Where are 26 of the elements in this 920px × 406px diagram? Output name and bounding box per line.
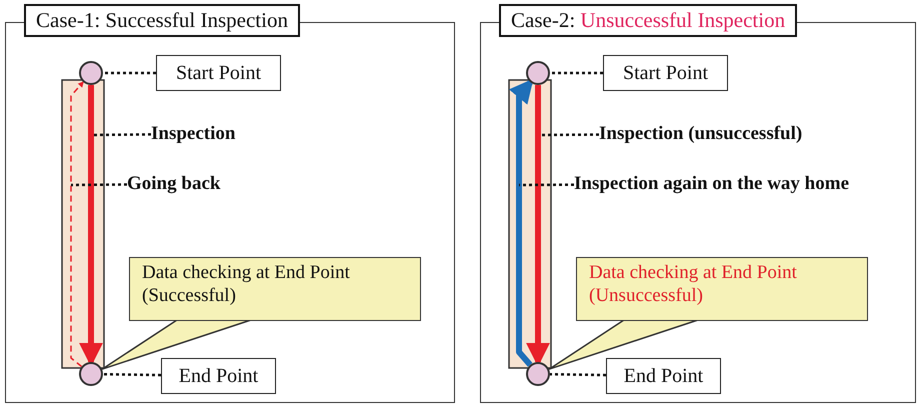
callout-pointer: [101, 319, 252, 370]
leader-line: [519, 183, 574, 186]
callout-pointer: [548, 319, 699, 370]
dashed-arrow: [70, 81, 84, 368]
arrow: [508, 78, 534, 367]
circle-marker: [526, 362, 550, 386]
panel-title: Case-2: Unsuccessful Inspection: [499, 4, 798, 37]
circle-marker: [79, 362, 103, 386]
leader-text: Going back: [127, 173, 220, 195]
point-label: End Point: [606, 358, 721, 394]
point-label: Start Point: [156, 55, 281, 91]
leader-text: Inspection (unsuccessful): [599, 123, 802, 145]
point-label: End Point: [161, 358, 276, 394]
leader-line: [540, 133, 599, 136]
panel-title: Case-1: Successful Inspection: [24, 4, 300, 37]
leader-line: [102, 372, 162, 376]
leader-line: [550, 72, 603, 74]
leader-line: [92, 133, 152, 136]
leader-text: Inspection again on the way home: [574, 173, 849, 195]
leader-line: [70, 183, 128, 186]
leader-line: [550, 372, 606, 376]
circle-marker: [79, 61, 103, 85]
leader-text: Inspection: [151, 123, 236, 145]
leader-line: [103, 72, 156, 74]
point-label: Start Point: [603, 55, 728, 91]
circle-marker: [526, 61, 550, 85]
